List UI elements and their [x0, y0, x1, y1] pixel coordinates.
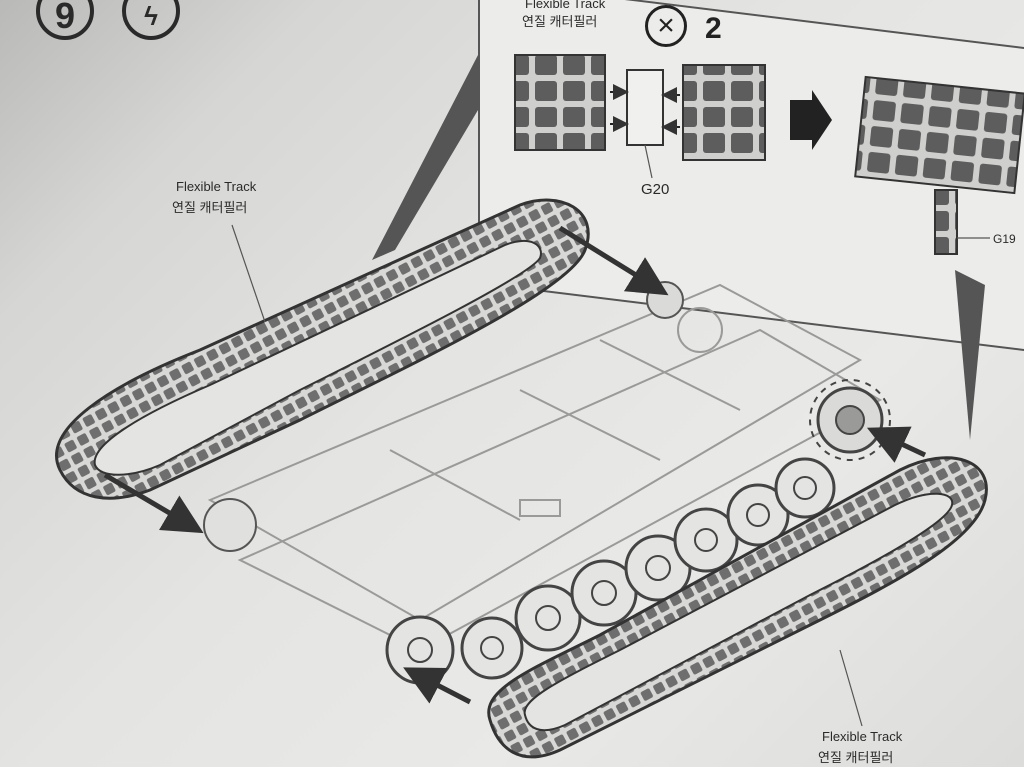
- leader-line-bottom: [839, 649, 863, 727]
- part-label-g19: G19: [993, 232, 1016, 246]
- drive-sprocket: [809, 379, 891, 461]
- step-number-badge: 9: [36, 0, 94, 40]
- inset-title-en: Flexible Track: [525, 0, 606, 11]
- callout-bottom-en: Flexible Track: [822, 729, 903, 744]
- quantity-label: 2: [705, 12, 722, 45]
- direction-arrow-icon: [103, 472, 204, 534]
- multiply-circle-icon: ×: [645, 5, 687, 47]
- inset-pointer-right: [955, 270, 985, 440]
- part-label-g20: G20: [641, 181, 670, 198]
- inset-pointer-left: [372, 55, 478, 260]
- inset-track-links: [514, 54, 1024, 255]
- hull-chassis: [207, 283, 883, 652]
- road-wheels: [385, 457, 836, 685]
- callout-left-ko: 연질 캐터필러: [172, 200, 248, 215]
- direction-arrow-icon: [558, 225, 669, 296]
- idler-wheel-rear: [203, 498, 257, 552]
- inset-title-ko: 연질 캐터필러: [522, 14, 598, 29]
- callout-left-en: Flexible Track: [176, 179, 257, 194]
- direction-arrow-icon: [403, 667, 472, 705]
- callout-bottom-ko: 연질 캐터필러: [818, 750, 894, 765]
- cement-icon: ϟ: [122, 0, 180, 40]
- direction-arrow-icon: [866, 426, 927, 463]
- leader-line-left: [231, 224, 266, 323]
- step-number: 9: [54, 0, 76, 36]
